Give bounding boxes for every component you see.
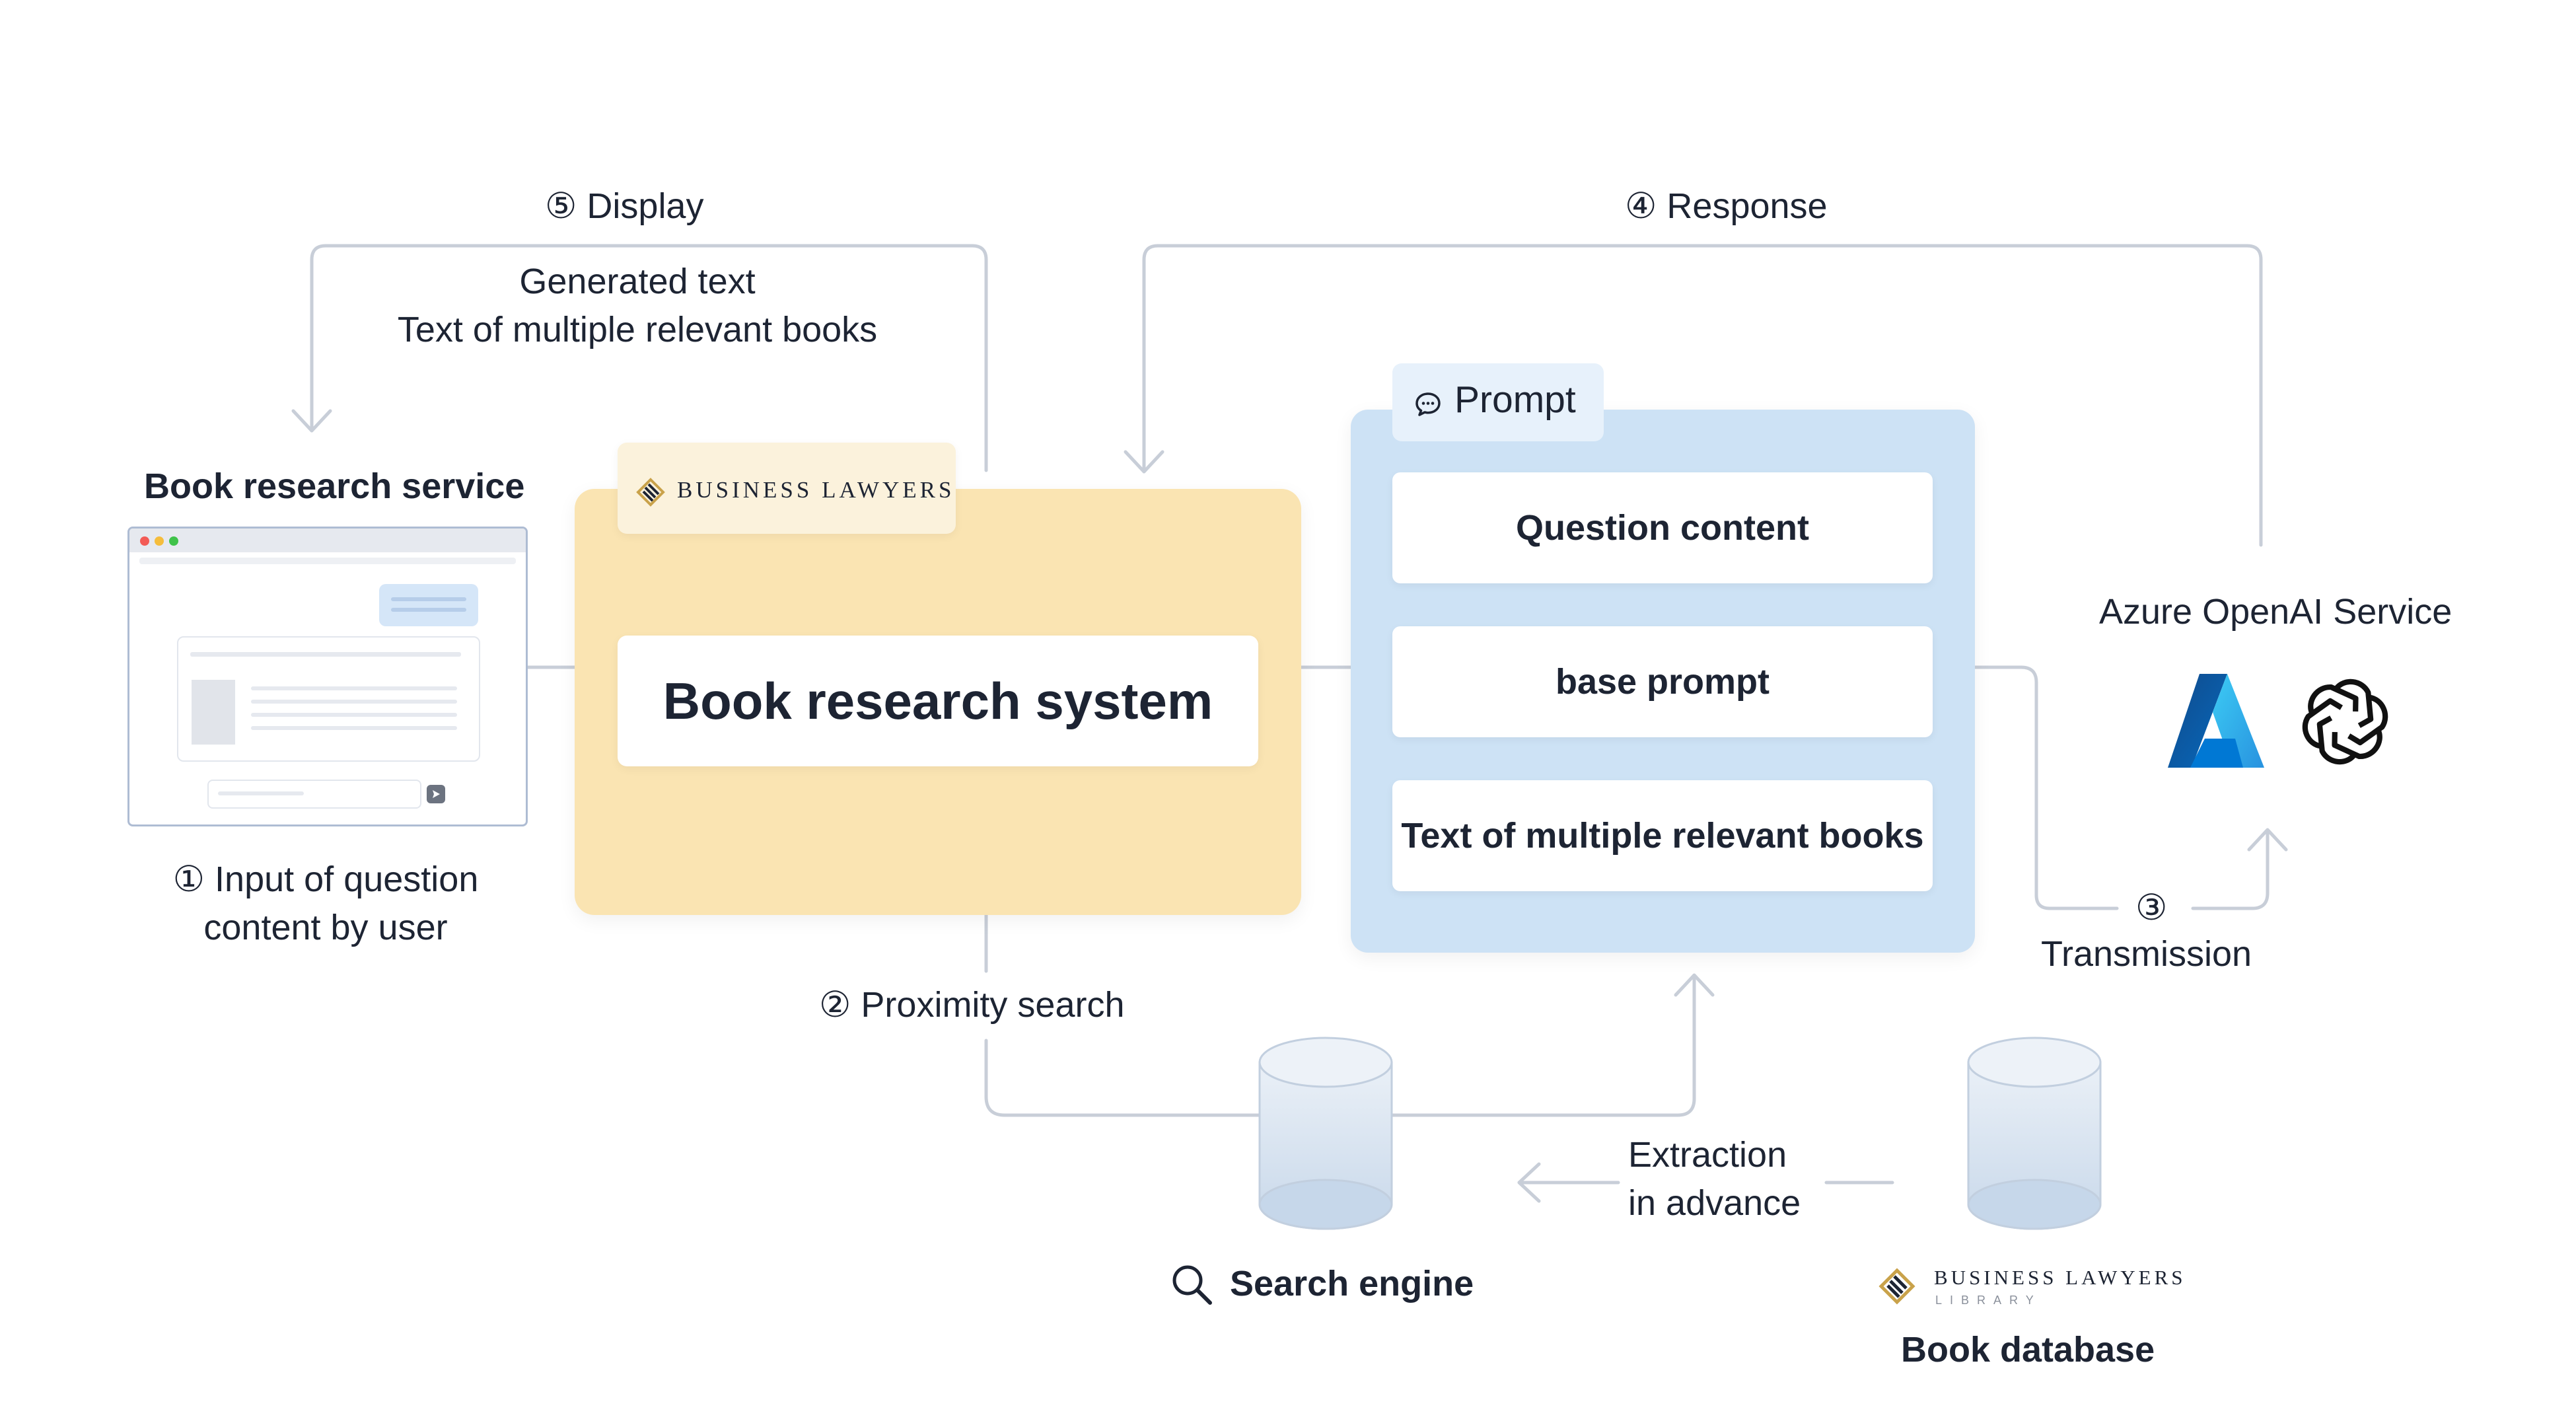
business-lawyers-library-logo-icon: [1878, 1268, 1915, 1305]
close-dot: [140, 536, 149, 546]
extraction-line2: in advance: [1628, 1183, 1801, 1223]
prompt-item-question-content: Question content: [1392, 472, 1933, 583]
extraction-label: Extraction in advance: [1628, 1131, 1801, 1227]
display-content-label: Generated text Text of multiple relevant…: [343, 258, 931, 354]
input-step-line2: content by user: [203, 907, 448, 947]
maximize-dot: [169, 536, 178, 546]
chat-bubble: [379, 584, 478, 626]
azure-openai-title: Azure OpenAI Service: [2099, 592, 2452, 632]
book-research-system-title: Book research system: [618, 636, 1258, 766]
send-icon: [427, 785, 445, 803]
search-engine-label: Search engine: [1230, 1264, 1474, 1303]
search-engine-cylinder: [1258, 1037, 1393, 1230]
azure-logo-icon: [2168, 674, 2264, 768]
minimize-dot: [155, 536, 164, 546]
question-input: [207, 780, 421, 809]
business-lawyers-library-sub: LIBRARY: [1935, 1294, 2042, 1307]
browser-address-bar: [139, 558, 516, 564]
prompt-label: Prompt: [1454, 379, 1576, 421]
business-lawyers-brand: BUSINESS LAWYERS: [677, 477, 955, 503]
answer-card: [177, 636, 480, 762]
prompt-item-base-prompt: base prompt: [1392, 626, 1933, 737]
transmission-step-label: Transmission: [2041, 934, 2252, 974]
transmission-step-number: ③: [2135, 888, 2168, 928]
magnifier-icon: [1172, 1265, 1212, 1305]
business-lawyers-logo-icon: [636, 478, 665, 507]
business-lawyers-tab: [618, 443, 956, 534]
input-step-line1: ① Input of question: [172, 860, 479, 899]
book-database-cylinder: [1967, 1037, 2102, 1230]
extraction-line1: Extraction: [1628, 1135, 1787, 1175]
openai-logo-icon: [2302, 678, 2388, 765]
browser-titlebar: [129, 529, 526, 552]
display-step-label: ⑤ Display: [545, 186, 704, 226]
service-title: Book research service: [144, 466, 525, 506]
response-step-label: ④ Response: [1625, 186, 1828, 226]
chat-bubble-icon: [1415, 392, 1441, 416]
business-lawyers-library-brand: BUSINESS LAWYERS: [1934, 1266, 2186, 1289]
input-step-label: ① Input of question content by user: [127, 856, 524, 952]
book-database-label: Book database: [1901, 1330, 2155, 1370]
display-content-line1: Generated text: [519, 262, 756, 301]
browser-mockup: [127, 527, 528, 826]
prompt-item-relevant-books: Text of multiple relevant books: [1392, 780, 1933, 891]
display-content-line2: Text of multiple relevant books: [397, 309, 878, 349]
proximity-search-label: ② Proximity search: [819, 985, 1125, 1025]
